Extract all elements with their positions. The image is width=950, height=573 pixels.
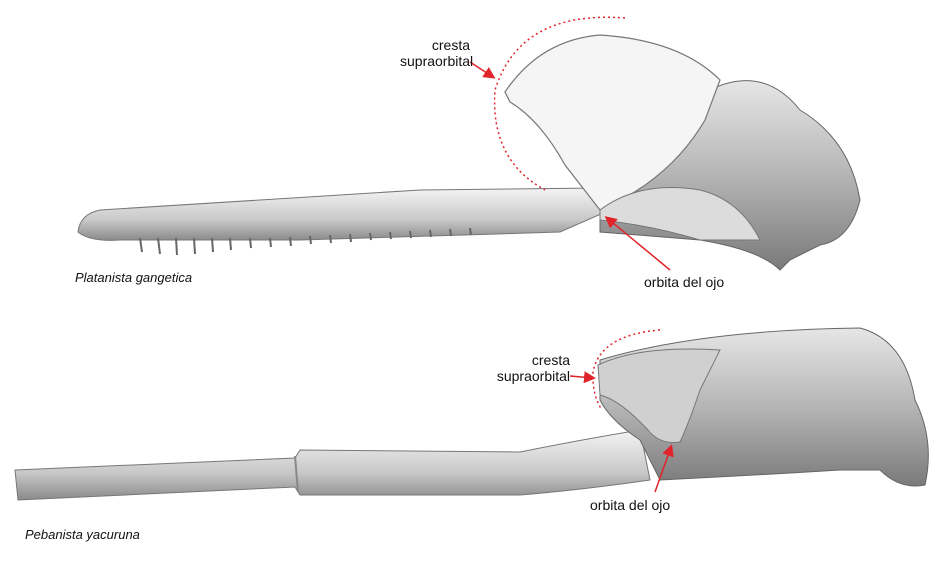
crest-label-line1: cresta	[431, 37, 470, 53]
crest-label-line1: cresta	[531, 352, 570, 368]
pebanista-supraorbital-crest	[597, 348, 721, 443]
pebanista-rostrum	[14, 429, 651, 501]
pebanista-crest-arrow	[569, 371, 596, 384]
platanista-orbit-arrow	[604, 216, 671, 271]
pebanista-orbit-arrow	[654, 444, 674, 493]
pebanista-crest-label: cresta supraorbital	[490, 352, 570, 384]
platanista-crest-label: cresta supraorbital	[400, 37, 474, 69]
pebanista-skull	[14, 327, 929, 501]
annotations	[469, 16, 674, 493]
pebanista-species-label: Pebanista yacuruna	[25, 527, 140, 542]
platanista-supraorbital-crest	[504, 34, 721, 211]
platanista-species-label: Platanista gangetica	[75, 270, 193, 285]
pebanista-orbit-label: orbita del ojo	[590, 497, 671, 513]
platanista-crest-arrow	[469, 61, 496, 79]
platanista-orbit-label: orbita del ojo	[644, 274, 725, 290]
crest-label-line2: supraorbital	[400, 53, 474, 69]
platanista-rostrum	[77, 187, 611, 241]
platanista-skull	[77, 34, 861, 271]
crest-label-line2: supraorbital	[496, 368, 570, 384]
